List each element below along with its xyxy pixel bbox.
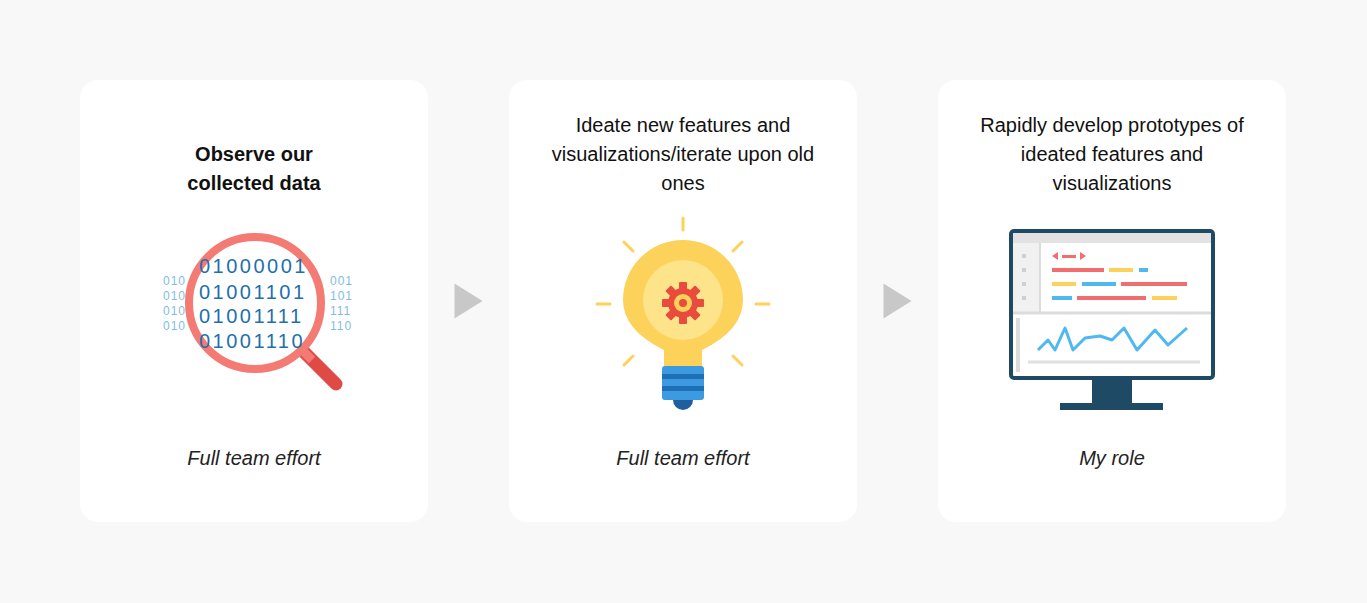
step-card: Rapidly develop prototypes of ideated fe… [938, 80, 1286, 522]
binary-digits: 001 [330, 274, 353, 288]
binary-digits: 010 [163, 319, 186, 333]
card-bg [80, 80, 428, 522]
role-note: Full team effort [80, 445, 428, 471]
role-note: Full team effort [509, 445, 857, 471]
binary-digits: 101 [330, 289, 353, 303]
binary-digits: 010 [163, 289, 186, 303]
binary-digits: 110 [330, 319, 352, 333]
flow-arrow [455, 284, 483, 319]
binary-digits: 010 [163, 274, 186, 288]
role-note: My role [938, 445, 1286, 471]
binary-digits: 111 [330, 304, 351, 318]
card-bg [509, 80, 857, 522]
heading-wrap: Ideate new features and visualizations/i… [509, 88, 857, 198]
step-heading: Ideate new features and visualizations/i… [548, 111, 818, 198]
binary-digits: 01000001 [199, 254, 308, 278]
flow-arrow [884, 284, 912, 319]
heading-wrap: Rapidly develop prototypes of ideated fe… [938, 88, 1286, 198]
step-heading: Observe our collected data [159, 140, 349, 198]
step-heading: Rapidly develop prototypes of ideated fe… [970, 111, 1255, 198]
monitor-icon [1011, 231, 1213, 410]
heading-wrap: Observe our collected data [80, 88, 428, 198]
card-bg [938, 80, 1286, 522]
lightbulb-icon [597, 218, 769, 410]
step-card: Ideate new features and visualizations/i… [509, 80, 857, 522]
binary-digits: 01001110 [199, 329, 305, 353]
binary-digits: 010 [163, 304, 186, 318]
binary-digits: 01001111 [199, 304, 304, 328]
magnifier-icon [189, 237, 336, 384]
binary-digits: 01001101 [199, 280, 307, 304]
